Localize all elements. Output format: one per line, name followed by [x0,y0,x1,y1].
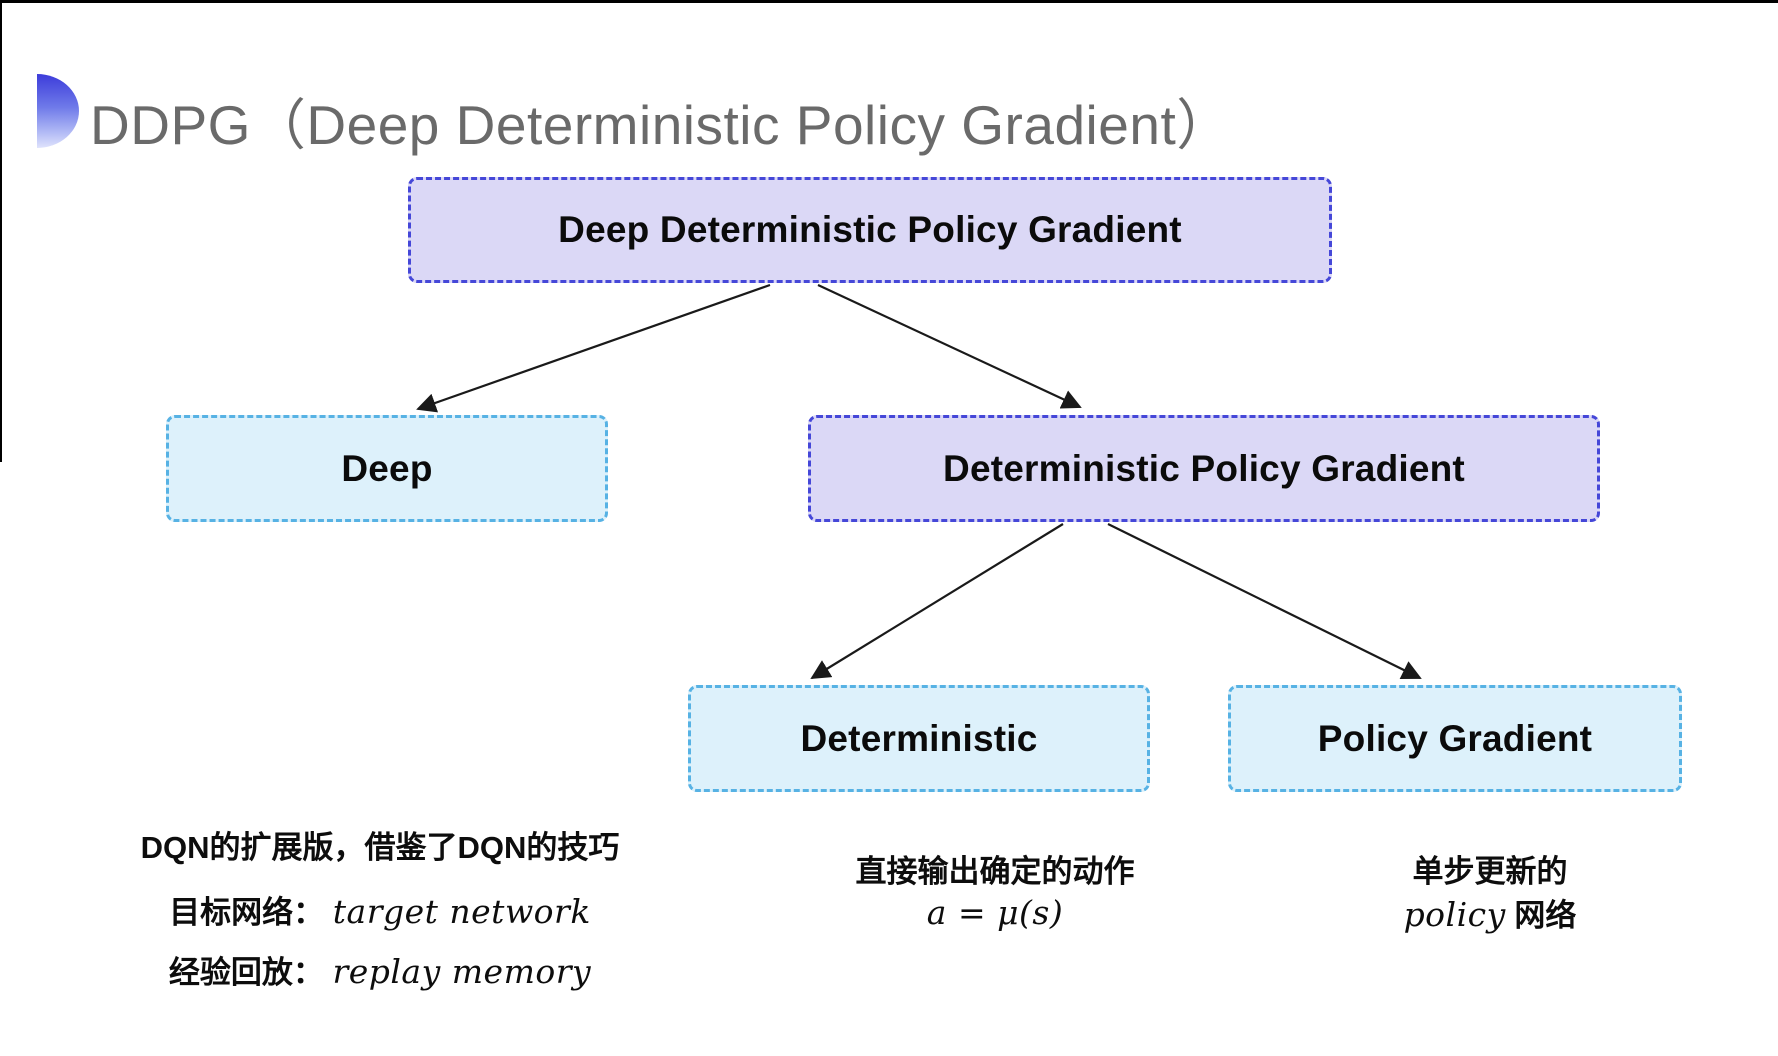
annotation-deterministic-line1: 直接输出确定的动作 [855,854,1135,889]
annotation-deep-line3: 经验回放： replay memory [105,952,655,993]
annotation-policy-gradient-line2: policy 网络 [1340,894,1640,937]
node-label: Deep Deterministic Policy Gradient [558,209,1182,250]
annotation-formula: a = μ(s) [845,892,1145,935]
node-deterministic-policy-gradient: Deterministic Policy Gradient [808,415,1600,522]
node-deterministic: Deterministic [688,685,1150,792]
page-title: DDPG（Deep Deterministic Policy Gradient） [90,94,1232,156]
annotation-label: 目标网络： [169,895,325,930]
arrow-dpg-to-policy-gradient [1107,523,1422,679]
annotation-suffix: 网络 [1505,898,1577,933]
node-policy-gradient: Policy Gradient [1228,685,1682,792]
node-deep: Deep [166,415,608,522]
annotation-term: target network [332,892,591,931]
annotation-term: replay memory [332,952,592,991]
arrow-dpg-to-deterministic [810,523,1064,680]
annotation-deep-line1: DQN的扩展版，借鉴了DQN的技巧 [140,830,620,865]
annotation-label: 经验回放： [168,955,324,990]
annotation-term: policy [1403,895,1506,934]
annotation-policy-gradient-line1: 单步更新的 [1412,854,1568,889]
annotation-deep-line2: 目标网络： target network [105,892,655,933]
node-deep-deterministic-policy-gradient: Deep Deterministic Policy Gradient [408,177,1332,283]
annotation-deep: DQN的扩展版，借鉴了DQN的技巧 目标网络： target network 经… [105,828,655,993]
annotation-deterministic: 直接输出确定的动作 a = μ(s) [845,852,1145,935]
arrow-root-to-deep [416,283,771,413]
annotation-policy-gradient: 单步更新的 policy 网络 [1340,852,1640,937]
node-label: Deterministic Policy Gradient [943,447,1465,489]
title-bullet-halfcircle [37,74,79,148]
left-edge-line [0,0,2,462]
formula-text: a = μ(s) [926,893,1064,932]
node-label: Policy Gradient [1317,717,1593,759]
top-edge-line [0,0,1778,3]
node-label: Deterministic [800,717,1038,759]
arrow-root-to-dpg [817,284,1082,409]
node-label: Deep [341,447,433,489]
